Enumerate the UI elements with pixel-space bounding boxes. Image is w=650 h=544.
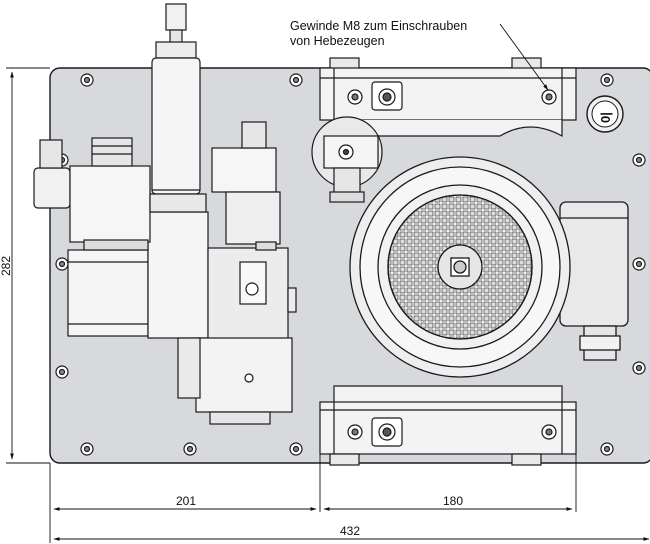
dimension-right-label: 180 — [443, 494, 463, 508]
dimension-left-label: 201 — [176, 494, 196, 508]
valve-block — [67, 211, 297, 425]
junction-box — [311, 116, 383, 203]
annotation-line2: von Hebezeugen — [290, 34, 385, 48]
thread-annotation: Gewinde M8 zum Einschrauben von Hebezeug… — [290, 19, 549, 91]
bottom-bracket — [319, 385, 577, 466]
motor — [349, 156, 629, 378]
annotation-line1: Gewinde M8 zum Einschrauben — [290, 19, 467, 33]
dimension-height — [6, 67, 50, 464]
on-off-switch: 0| — [586, 95, 624, 133]
dimension-total-label: 432 — [340, 524, 360, 538]
dimension-partial — [49, 454, 650, 543]
pressure-switch — [149, 3, 207, 213]
switch-label: 0| — [598, 112, 613, 123]
top-bracket — [319, 57, 577, 138]
dimension-height-label: 282 — [0, 256, 13, 276]
